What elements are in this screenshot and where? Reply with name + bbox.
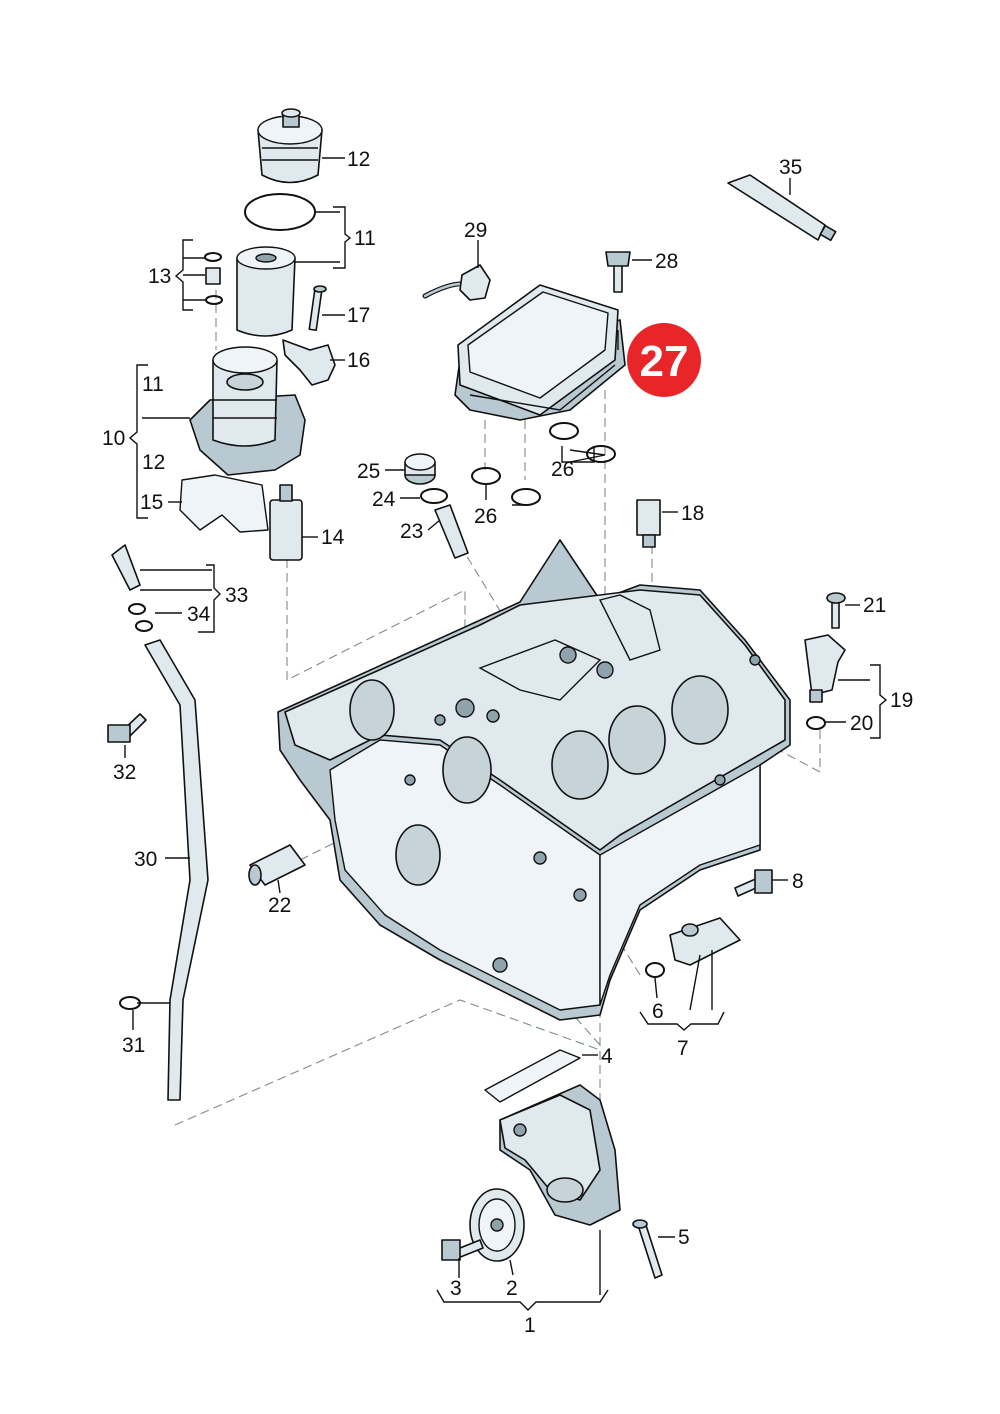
engine-block — [277, 539, 791, 1021]
label-34: 34 — [187, 603, 211, 626]
bolt-28 — [605, 251, 631, 293]
label-18: 18 — [681, 502, 704, 525]
o-ring-11 — [244, 193, 316, 231]
label-11b: 11 — [142, 373, 164, 396]
sensor-29 — [422, 264, 491, 301]
label-31: 31 — [122, 1034, 145, 1057]
label-1: 1 — [524, 1314, 536, 1337]
bolt-32 — [107, 713, 147, 743]
label-5: 5 — [678, 1226, 690, 1249]
bolt-3 — [441, 1239, 484, 1261]
valve-14 — [269, 484, 303, 561]
oil-cooler-27 — [454, 284, 626, 421]
bolt-21 — [826, 592, 846, 629]
label-28: 28 — [655, 250, 678, 273]
label-19: 19 — [890, 689, 913, 712]
highlight-badge-circle — [627, 323, 701, 397]
label-25: 25 — [357, 460, 380, 483]
oil-filter-housing — [189, 346, 306, 476]
label-3: 3 — [450, 1277, 462, 1300]
seal-20 — [806, 716, 826, 730]
label-2: 2 — [506, 1277, 518, 1300]
label-20: 20 — [850, 712, 873, 735]
bolt-17 — [308, 285, 327, 332]
label-26a: 26 — [551, 458, 574, 481]
seals-26 — [471, 422, 616, 506]
label-17: 17 — [347, 304, 370, 327]
highlight-badge-27[interactable]: 27 — [627, 323, 701, 397]
label-35: 35 — [779, 156, 802, 179]
guide-tube-30 — [144, 639, 209, 1101]
oil-filter-element — [236, 246, 296, 337]
seal-set — [204, 252, 223, 305]
label-23: 23 — [400, 520, 423, 543]
label-26b: 26 — [474, 505, 497, 528]
bolt-5 — [632, 1219, 663, 1279]
seals-34 — [128, 603, 153, 632]
bolt-8 — [734, 869, 773, 897]
sprocket-2 — [469, 1188, 525, 1262]
sensor-19 — [804, 634, 846, 703]
oil-filter-cap — [257, 108, 323, 184]
label-8: 8 — [792, 870, 804, 893]
dipstick-33 — [111, 544, 141, 591]
bracket-16 — [282, 339, 336, 386]
label-6: 6 — [652, 1000, 664, 1023]
label-16: 16 — [347, 349, 370, 372]
valve-23 — [434, 504, 469, 559]
label-10: 10 — [102, 427, 125, 450]
seal-6 — [645, 962, 665, 978]
label-13: 13 — [148, 265, 171, 288]
leader-lines — [124, 157, 870, 1295]
label-12a: 12 — [347, 148, 370, 171]
label-7: 7 — [677, 1037, 689, 1060]
label-11a: 11 — [354, 227, 376, 250]
braces — [128, 206, 888, 1311]
part-labels: 12 11 13 17 16 11 10 12 15 14 29 28 35 2… — [102, 148, 913, 1337]
sensor-18 — [636, 499, 661, 548]
gasket-4 — [484, 1049, 581, 1103]
oil-pump-1 — [499, 1084, 621, 1226]
sealant-tube-35 — [727, 174, 837, 242]
label-30: 30 — [134, 848, 157, 871]
label-12b: 12 — [142, 451, 165, 474]
label-15: 15 — [140, 491, 163, 514]
gasket-15 — [179, 474, 269, 533]
plug-25 — [404, 453, 436, 485]
sensor-22 — [248, 844, 306, 886]
seal-24 — [420, 488, 448, 504]
label-33: 33 — [225, 584, 248, 607]
label-32: 32 — [113, 761, 136, 784]
highlight-badge-text: 27 — [640, 337, 689, 386]
label-14: 14 — [321, 526, 345, 549]
label-4: 4 — [601, 1045, 613, 1068]
label-24: 24 — [372, 488, 396, 511]
label-22: 22 — [268, 894, 291, 917]
label-29: 29 — [464, 219, 487, 242]
valve-7 — [669, 917, 741, 966]
label-21: 21 — [863, 594, 886, 617]
